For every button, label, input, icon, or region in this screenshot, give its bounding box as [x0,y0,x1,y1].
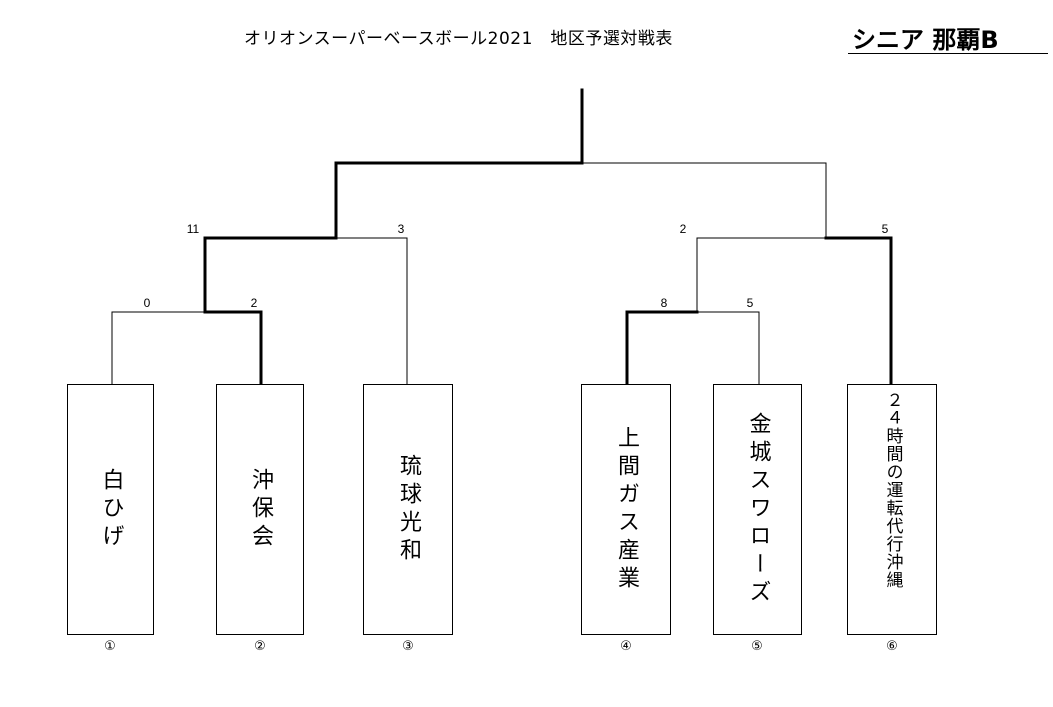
bracket-line-team2 [203,310,263,386]
bracket-line-right-to-final [582,162,827,238]
page-title: オリオンスーパーベースボール2021 地区予選対戦表 [244,29,673,49]
score-sf-right-bottom: 5 [881,222,889,236]
score-sf-left-top: 11 [186,222,200,236]
team-number-4: ④ [620,639,632,654]
team-name: 白ひげ [98,467,124,552]
team-number-6: ⑥ [886,639,898,654]
bracket-line-team3 [336,237,408,384]
team-box-1: 白ひげ [67,384,154,635]
team-number-3: ③ [402,639,414,654]
team-box-3: 琉球光和 [363,384,453,635]
score-sf-right-top: 2 [679,222,687,236]
team-name: 琉球光和 [396,453,421,566]
score-r1a-left: 0 [143,296,151,310]
score-r1b-right: 5 [746,296,754,310]
score-r1a-right: 2 [250,296,258,310]
team-box-5: 金城スワローズ [713,384,802,635]
bracket-line-team6 [824,236,893,386]
bracket-line-r1b-to-sf [696,237,826,312]
bracket-line-team1 [111,311,205,384]
team-number-2: ② [254,639,266,654]
team-box-2: 沖保会 [216,384,304,635]
division-label: シニア 那覇B [852,26,999,54]
division-underline [848,53,1048,54]
score-sf-left-bottom: 3 [397,222,405,236]
team-box-4: 上間ガス産業 [581,384,671,635]
bracket-line-team4 [625,310,699,386]
team-number-5: ⑤ [751,639,763,654]
score-r1b-left: 8 [660,296,668,310]
team-number-1: ① [104,639,116,654]
bracket-line-left-to-final [334,161,584,240]
team-box-6: ２４時間の運転代行沖縄 [847,384,937,635]
team-name: ２４時間の運転代行沖縄 [882,391,903,589]
team-name: 金城スワローズ [745,411,771,608]
bracket-line-r1a-to-sf [203,236,338,314]
team-name: 沖保会 [248,467,273,552]
team-name: 上間ガス産業 [614,425,639,594]
bracket-line-team5 [697,311,760,384]
